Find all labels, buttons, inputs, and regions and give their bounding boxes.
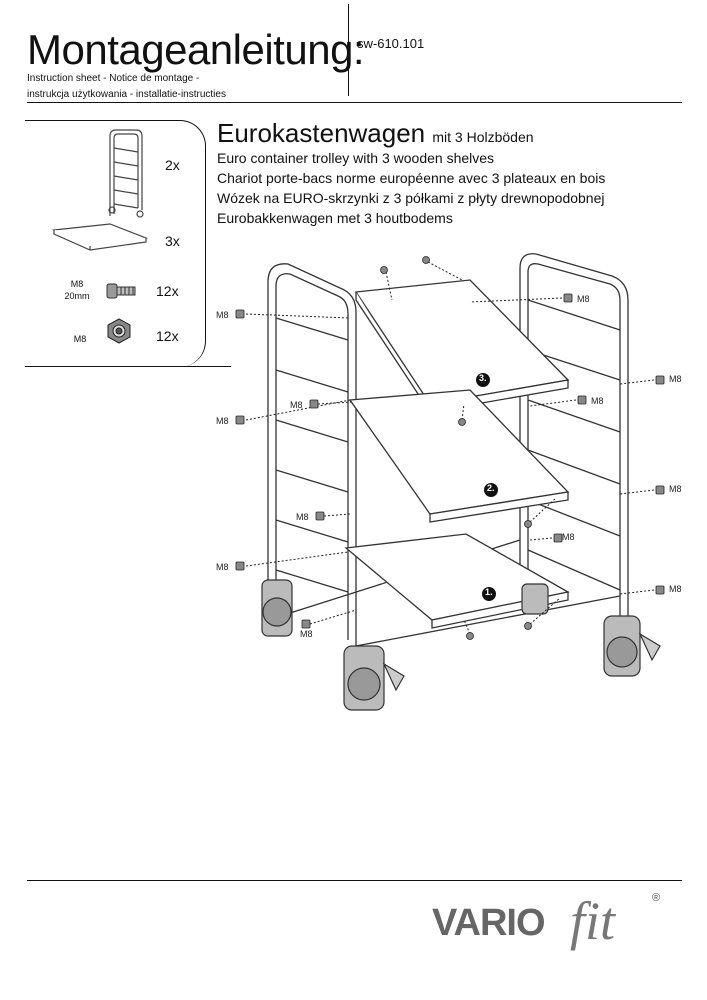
description-pl: Wózek na EURO-skrzynki z 3 półkami z pły… xyxy=(217,190,605,206)
shelf-1-badge xyxy=(482,587,496,601)
bolt-label: M8 xyxy=(296,512,309,522)
bolt-label: M8 xyxy=(591,396,604,406)
bolt-label: M8 xyxy=(669,484,682,494)
product-title: Eurokastenwagen mit 3 Holzböden xyxy=(217,118,534,152)
left-frame-front xyxy=(267,263,357,646)
bolt-label: M8 xyxy=(562,532,575,542)
shelf-2 xyxy=(348,389,570,515)
bolt-size-label: M8 20mm xyxy=(64,279,90,301)
bolt-label: M8 xyxy=(669,584,682,594)
shelf-2-number: 2. xyxy=(487,483,495,493)
bolt-label: M8 xyxy=(290,400,303,410)
bolt-label: M8 xyxy=(216,562,229,572)
description-fr: Chariot porte-bacs norme européenne avec… xyxy=(217,170,606,186)
bolt-label: M8 xyxy=(669,374,682,384)
part-2-quantity: 3x xyxy=(165,233,180,249)
logo-vario: VARIO xyxy=(432,902,546,944)
parts-list-box xyxy=(25,120,206,367)
shelf-board-icon xyxy=(51,223,149,251)
variofit-logo: VARIO fit ® xyxy=(432,888,682,958)
product-title-main: Eurokastenwagen xyxy=(217,118,426,148)
bolt-label: M8 xyxy=(300,629,313,639)
subtitle-line-1: Instruction sheet - Notice de montage - xyxy=(27,73,200,84)
shelf-3-number: 3. xyxy=(479,373,487,383)
registered-mark: ® xyxy=(652,892,661,904)
description-en: Euro container trolley with 3 wooden she… xyxy=(217,150,495,166)
product-title-suffix: mit 3 Holzböden xyxy=(432,129,534,145)
part-3-quantity: 12x xyxy=(156,283,179,299)
shelf-1-number: 1. xyxy=(485,587,493,597)
footer-rule xyxy=(27,880,682,881)
bolt-label: M8 xyxy=(577,294,590,304)
nut-size-label: M8 xyxy=(73,334,87,344)
shelf-3-badge xyxy=(476,373,490,387)
bolt-label: M8 xyxy=(216,416,229,426)
side-frame-icon xyxy=(108,129,144,218)
part-1-quantity: 2x xyxy=(165,157,180,173)
description-nl: Eurobakkenwagen met 3 houtbodems xyxy=(217,210,453,226)
bolt-label: M8 xyxy=(216,310,229,320)
header-divider xyxy=(348,4,349,96)
page-title: Montageanleitung: xyxy=(27,26,365,73)
parts-box-bottom-border xyxy=(25,366,231,367)
header-rule xyxy=(27,102,682,103)
subtitle-line-2: instrukcja użytkowania - installatie-ins… xyxy=(27,89,226,100)
document-number: sw-610.101 xyxy=(357,36,425,51)
shelf-2-badge xyxy=(484,483,498,497)
nut-icon xyxy=(107,318,131,344)
part-4-quantity: 12x xyxy=(156,328,179,344)
logo-fit: fit xyxy=(570,891,616,951)
bolt-icon xyxy=(106,283,136,299)
